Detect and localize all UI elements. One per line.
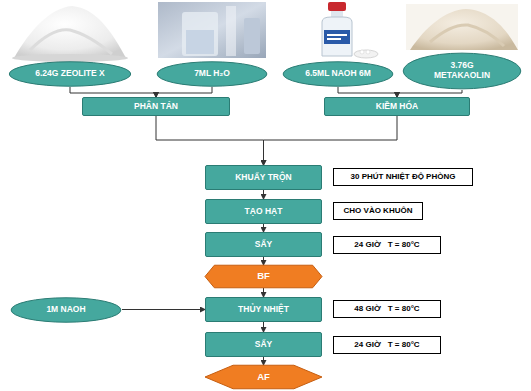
node-text-group: CHO VÀO KHUÔN	[344, 206, 413, 215]
node-label: 48 GIỜ	[354, 304, 380, 313]
node-label: AF	[257, 372, 270, 383]
flow-connector	[263, 288, 264, 297]
flow-connector	[263, 224, 264, 232]
process-box: PHÂN TÁN	[82, 97, 230, 116]
ingredient-oval: 3.76G METAKAOLIN	[402, 52, 522, 90]
water-beaker-photo	[158, 2, 266, 58]
node-label: 6.24G ZEOLITE X	[35, 69, 104, 79]
condition-note: CHO VÀO KHUÔN	[333, 202, 423, 220]
flow-connector	[122, 309, 205, 310]
node-label: THỦY NHIỆT	[238, 305, 289, 315]
node-text-group: BF	[257, 271, 270, 282]
node-label: 7ML H₂O	[194, 69, 230, 79]
product-diamond: AF	[205, 365, 322, 389]
node-label: KIỀM HÓA	[376, 102, 419, 112]
process-box: SẤY	[205, 332, 322, 357]
node-label: BF	[257, 271, 270, 282]
process-box: THỦY NHIỆT	[205, 297, 322, 322]
flow-connector	[397, 90, 462, 97]
naoh-bottle-photo	[322, 2, 378, 58]
node-label: 24 GIỜ	[354, 240, 380, 249]
flow-connector	[263, 257, 264, 265]
node-label: T = 80°C	[388, 304, 420, 313]
flow-connector	[263, 322, 264, 332]
node-outline-path	[403, 53, 521, 89]
node-text-group: 24 GIỜ T = 80°C	[354, 340, 419, 349]
process-box: KHUẤY TRỘN	[205, 165, 322, 190]
ingredient-oval: 1M NAOH	[10, 297, 122, 323]
node-label: SẤY	[255, 340, 272, 350]
node-label: 24 GIỜ	[354, 340, 380, 349]
node-outline-path	[205, 265, 322, 288]
process-box: KIỀM HÓA	[324, 97, 470, 116]
node-outline-path	[11, 297, 121, 321]
ingredient-oval: 6.24G ZEOLITE X	[8, 61, 132, 87]
product-hexagon: BF	[205, 265, 322, 288]
node-label: 6.5ML NAOH 6M	[305, 69, 371, 79]
flow-connector	[264, 116, 398, 165]
node-text-group: SẤY	[255, 240, 272, 250]
node-outline-path	[157, 62, 267, 86]
flow-connector	[70, 87, 156, 97]
node-text-group: 6.24G ZEOLITE X	[35, 69, 104, 79]
node-text-group: KIỀM HÓA	[376, 102, 419, 112]
node-text-group: 3.76G METAKAOLIN	[423, 61, 501, 81]
flow-connector	[156, 116, 264, 165]
node-label: 30 PHÚT NHIỆT ĐỘ PHÒNG	[351, 172, 456, 181]
node-outline-path	[205, 365, 322, 389]
node-outline-path	[283, 62, 393, 86]
node-text-group: THỦY NHIỆT	[238, 305, 289, 315]
node-text-group: 6.5ML NAOH 6M	[305, 69, 371, 79]
metakaolin-powder-photo	[406, 4, 518, 50]
node-label: TẠO HẠT	[245, 207, 283, 217]
node-label: CHO VÀO KHUÔN	[344, 206, 413, 215]
node-label: T = 80°C	[388, 240, 420, 249]
node-text-group: KHUẤY TRỘN	[235, 173, 292, 183]
node-text-group: TẠO HẠT	[245, 207, 283, 217]
node-label: 1M NAOH	[46, 305, 85, 315]
ingredient-oval: 6.5ML NAOH 6M	[282, 61, 394, 87]
node-label: KHUẤY TRỘN	[235, 173, 292, 183]
node-label: PHÂN TÁN	[134, 102, 178, 112]
node-outline-path	[9, 62, 131, 86]
ingredient-oval: 7ML H₂O	[156, 61, 268, 87]
condition-note: 24 GIỜ T = 80°C	[333, 336, 441, 354]
node-text-group: 30 PHÚT NHIỆT ĐỘ PHÒNG	[351, 172, 456, 181]
node-text-group: SẤY	[255, 340, 272, 350]
zeolite-powder-photo	[12, 6, 128, 62]
flow-connector	[338, 87, 397, 97]
flow-connector	[263, 190, 264, 199]
process-box: TẠO HẠT	[205, 199, 322, 224]
node-label: T = 80°C	[388, 340, 420, 349]
condition-note: 30 PHÚT NHIỆT ĐỘ PHÒNG	[333, 168, 473, 186]
node-text-group: 24 GIỜ T = 80°C	[354, 240, 419, 249]
condition-note: 48 GIỜ T = 80°C	[333, 300, 441, 318]
condition-note: 24 GIỜ T = 80°C	[333, 236, 441, 254]
node-text-group: 1M NAOH	[46, 305, 85, 315]
flow-connector	[263, 357, 264, 365]
process-box: SẤY	[205, 232, 322, 257]
node-text-group: PHÂN TÁN	[134, 102, 178, 112]
node-text-group: 7ML H₂O	[194, 69, 230, 79]
flow-connector	[156, 87, 212, 97]
node-label: SẤY	[255, 240, 272, 250]
node-text-group: 48 GIỜ T = 80°C	[354, 304, 419, 313]
node-label: 3.76G METAKAOLIN	[423, 61, 501, 81]
node-text-group: AF	[257, 372, 270, 383]
